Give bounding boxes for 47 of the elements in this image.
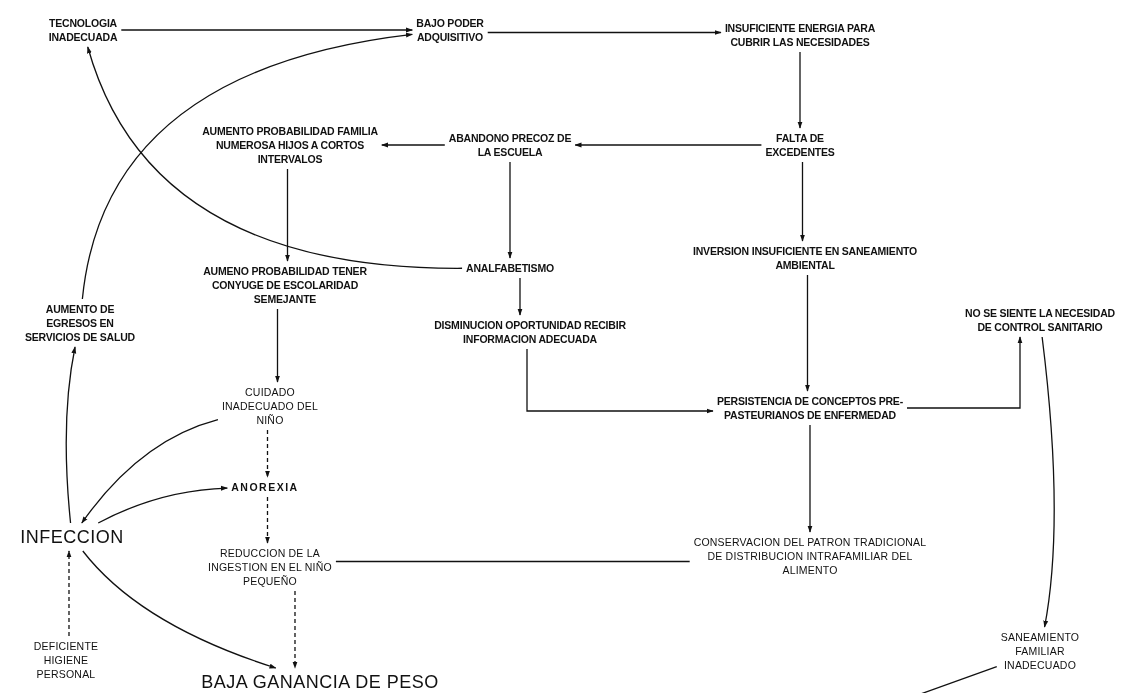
- arrow: [120, 27, 413, 33]
- arrow: [526, 348, 714, 414]
- node-text: INVERSION INSUFICIENTE EN SANEAMIENTO AMBIENTAL: [690, 244, 920, 272]
- arrow: [574, 142, 763, 148]
- node-text: INFECCION: [2, 527, 142, 547]
- node-text: BAJA GANANCIA DE PESO: [170, 672, 470, 692]
- arrow: [285, 168, 290, 262]
- node-text: CONSERVACION DEL PATRON TRADICIONAL DE DISTRIBUCION INTRAFAMILIAR DEL ALIMENTO: [685, 535, 935, 577]
- arrow: [1041, 336, 1055, 628]
- arrow: [507, 161, 513, 259]
- arrow: [265, 496, 270, 544]
- arrow: [805, 274, 810, 392]
- node-text: BAJO PODER ADQUISITIVO: [390, 16, 510, 44]
- arrow: [265, 429, 270, 478]
- node-text: DISMINUCION OPORTUNIDAD RECIBIR INFORMACION ADECUADA: [425, 318, 635, 346]
- arrow: [97, 485, 228, 524]
- arrow: [487, 30, 722, 35]
- node-text: INSUFICIENTE ENERGIA PARA CUBRIR LAS NECESIDADES: [705, 21, 895, 49]
- node-text: FALTA DE EXCEDENTES: [745, 131, 855, 159]
- arrow: [275, 308, 280, 383]
- node-text: AUMENO PROBABILIDAD TENER CONYUGE DE ESCOLARIDAD SEMEJANTE: [195, 264, 375, 306]
- arrow: [906, 336, 1023, 409]
- node-text: ANOREXIA: [215, 480, 315, 494]
- arrow: [87, 46, 463, 269]
- arrow: [807, 424, 813, 533]
- node-text: REDUCCION DE LA INGESTION EN EL NIÑO PEQUEÑO: [190, 546, 350, 588]
- node-text: TECNOLOGIA INADECUADA: [28, 16, 138, 44]
- node-text: SANEAMIENTO FAMILIAR INADECUADO: [980, 630, 1100, 672]
- node-text: CUIDADO INADECUADO DEL NIÑO: [215, 385, 325, 427]
- arrow: [800, 161, 805, 242]
- node-text: ANALFABETISMO: [455, 261, 565, 275]
- arrow: [66, 550, 72, 637]
- node-text: DEFICIENTE HIGIENE PERSONAL: [16, 639, 116, 681]
- node-text: PERSISTENCIA DE CONCEPTOS PRE-PASTEURIANOS DE ENFERMEDAD: [680, 394, 940, 422]
- arrow: [81, 32, 413, 300]
- arrow: [81, 418, 219, 524]
- arrow: [381, 142, 446, 148]
- node-text: AUMENTO DE EGRESOS EN SERVICIOS DE SALUD: [20, 302, 140, 344]
- connector-line: [335, 560, 691, 563]
- node-text: AUMENTO PROBABILIDAD FAMILIA NUMEROSA HIJOS A CORTOS INTERVALOS: [200, 124, 380, 166]
- arrow: [292, 590, 298, 669]
- arrow: [82, 550, 277, 669]
- node-text: ABANDONO PRECOZ DE LA ESCUELA: [445, 131, 575, 159]
- arrow: [517, 277, 523, 316]
- arrow: [65, 346, 77, 524]
- arrow: [797, 51, 803, 129]
- node-text: NO SE SIENTE LA NECESIDAD DE CONTROL SANITARIO: [965, 306, 1115, 334]
